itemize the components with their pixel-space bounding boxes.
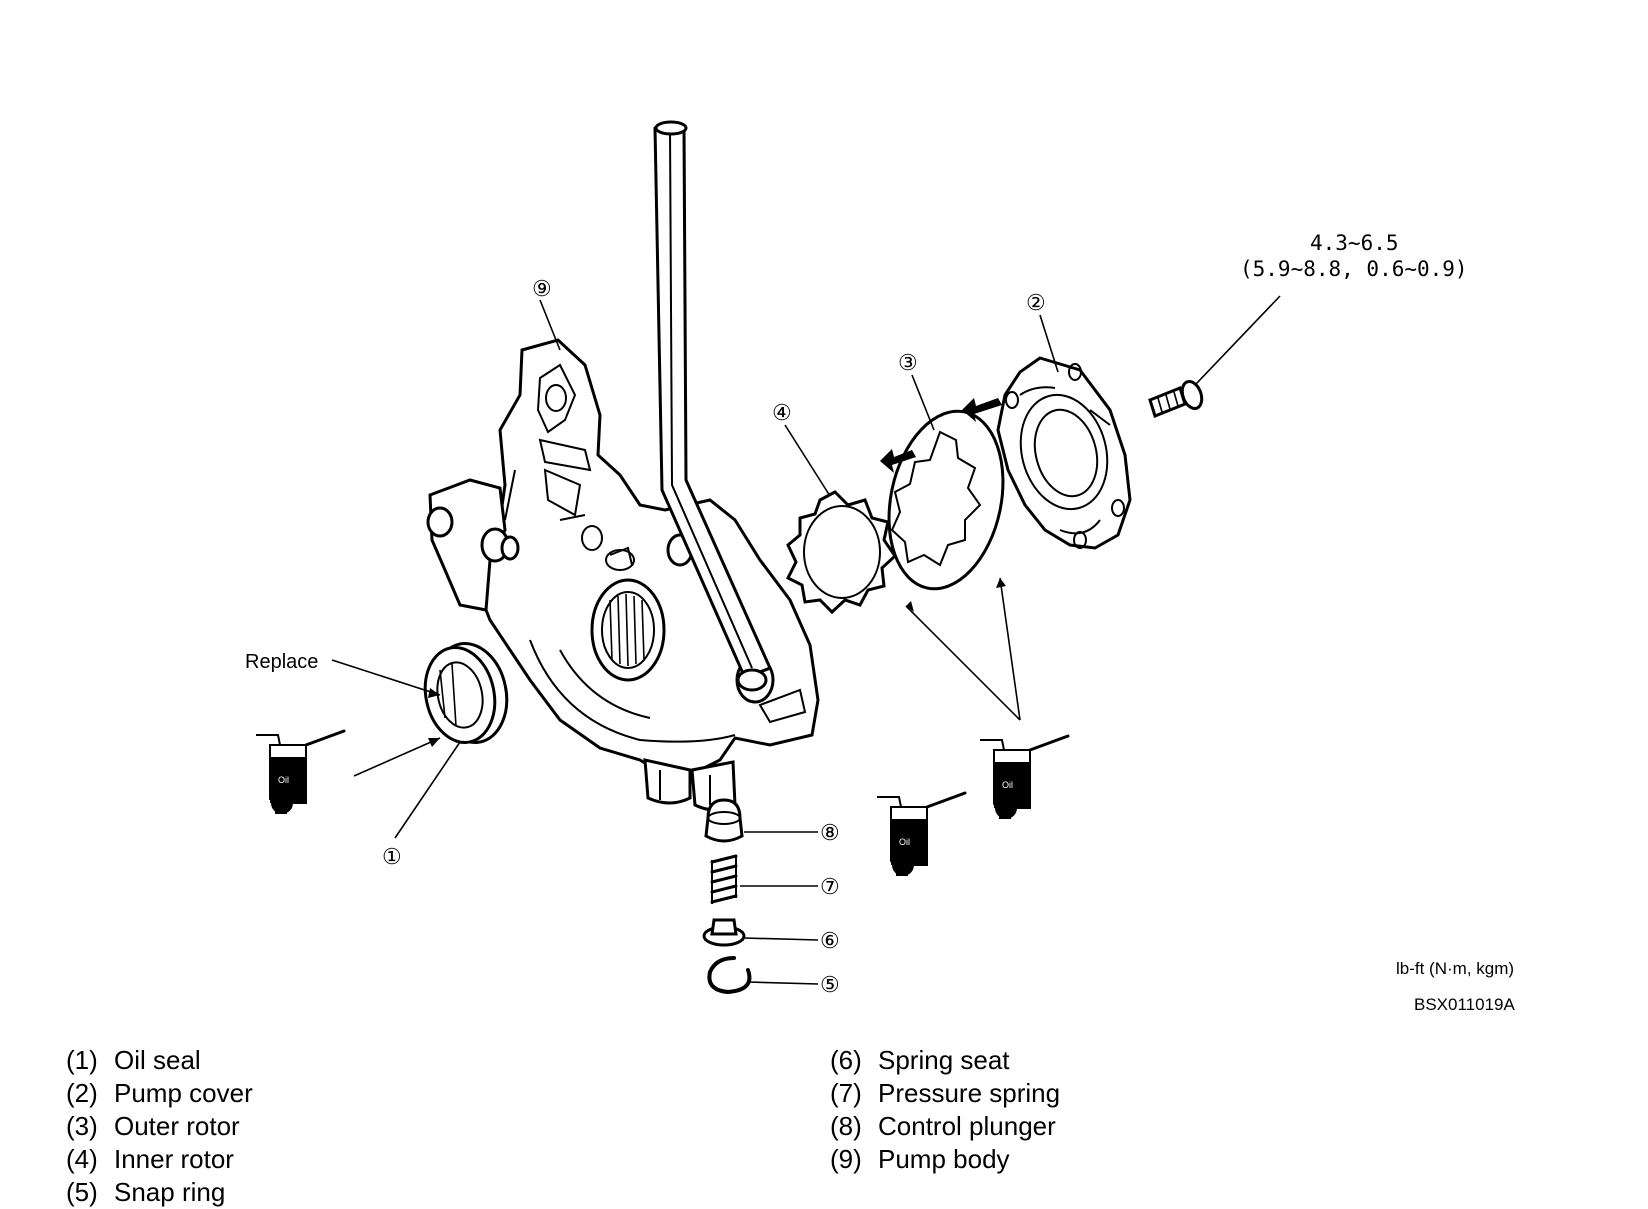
callout-3: ③	[898, 350, 918, 375]
oil-can-icon: Oil	[980, 734, 1070, 819]
assembly-arrow-1	[962, 398, 1002, 422]
legend-item: (3)Outer rotor	[66, 1111, 240, 1141]
legend-item: (7)Pressure spring	[830, 1078, 1061, 1108]
callout-6: ⑥	[820, 928, 840, 953]
callout-2: ②	[1026, 290, 1046, 315]
oil-can-icon: Oil	[256, 729, 346, 814]
spring-seat	[702, 918, 746, 947]
legend-item: (2)Pump cover	[66, 1078, 253, 1108]
oil-can-label: Oil	[278, 775, 289, 785]
legend-item: (9)Pump body	[830, 1144, 1010, 1174]
oil-seal	[423, 642, 509, 744]
pressure-spring	[710, 854, 738, 904]
callout-7: ⑦	[820, 874, 840, 899]
assembly-arrow-2	[880, 449, 916, 473]
outer-rotor	[887, 409, 1005, 591]
figure-code: BSX011019A	[1414, 995, 1515, 1014]
control-plunger	[704, 798, 744, 843]
legend-item: (1)Oil seal	[66, 1045, 201, 1075]
legend-item: (6)Spring seat	[830, 1045, 1010, 1075]
oil-can-label: Oil	[899, 837, 910, 847]
replace-note: Replace	[245, 651, 318, 673]
callout-9: ⑨	[532, 276, 552, 301]
inner-rotor	[785, 490, 897, 615]
torque-value-lbft: 4.3~6.5	[1310, 231, 1399, 255]
legend-item: (4)Inner rotor	[66, 1144, 234, 1174]
snap-ring	[707, 956, 752, 994]
oil-can-icon: Oil	[877, 791, 967, 876]
legend-item: (5)Snap ring	[66, 1177, 226, 1207]
units-label: lb-ft (N·m, kgm)	[1396, 959, 1514, 978]
cover-bolt	[1148, 379, 1204, 418]
pump-cover	[996, 356, 1132, 550]
callout-8: ⑧	[820, 820, 840, 845]
pump-body	[426, 120, 820, 812]
callout-4: ④	[772, 400, 792, 425]
callout-1: ①	[382, 844, 402, 869]
legend-left: (1)Oil seal (2)Pump cover (3)Outer rotor…	[66, 1044, 253, 1209]
callout-5: ⑤	[820, 972, 840, 997]
torque-value-metric: (5.9~8.8, 0.6~0.9)	[1240, 257, 1468, 281]
oil-can-label: Oil	[1002, 780, 1013, 790]
leader-lines	[331, 295, 1281, 985]
legend-item: (8)Control plunger	[830, 1111, 1056, 1141]
legend-right: (6)Spring seat (7)Pressure spring (8)Con…	[830, 1044, 1060, 1176]
